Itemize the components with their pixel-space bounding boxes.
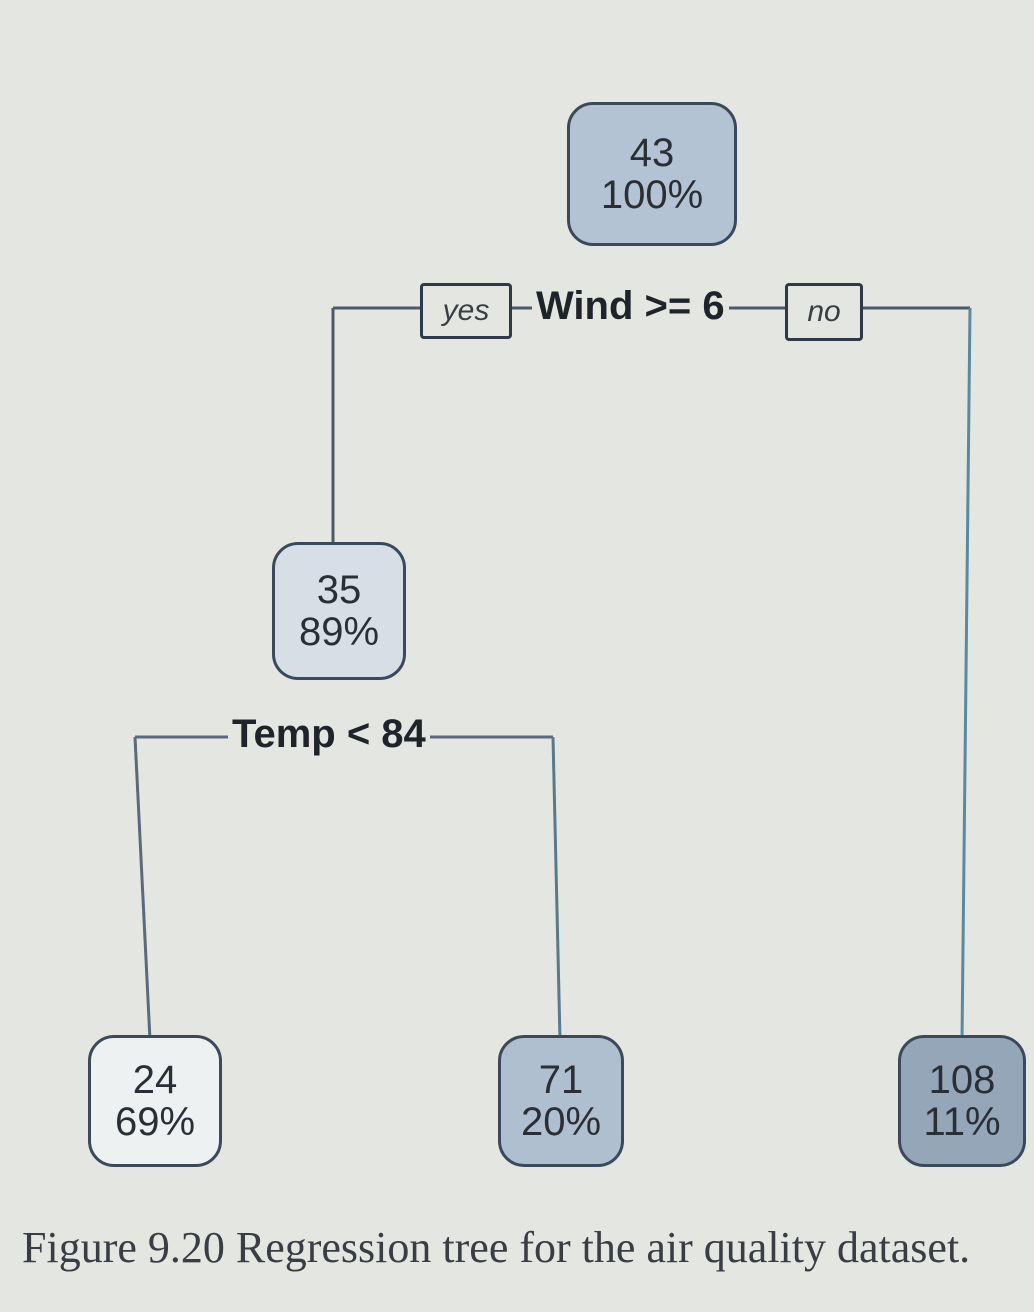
- node-percent: 69%: [114, 1100, 196, 1144]
- leaf-node-3: 108 11%: [898, 1035, 1026, 1167]
- split-temp: Temp < 84: [228, 712, 430, 757]
- node-percent: 100%: [600, 173, 704, 217]
- split-wind: Wind >= 6: [532, 284, 729, 329]
- internal-node-left: 35 89%: [272, 542, 406, 680]
- node-percent: 20%: [520, 1100, 602, 1144]
- node-percent: 89%: [298, 610, 380, 654]
- root-node: 43 100%: [567, 102, 737, 246]
- leaf-node-1: 24 69%: [88, 1035, 222, 1167]
- yes-label: yes: [420, 283, 512, 339]
- leaf-node-2: 71 20%: [498, 1035, 624, 1167]
- node-value: 71: [538, 1058, 584, 1102]
- node-percent: 11%: [923, 1100, 1001, 1144]
- node-value: 24: [132, 1058, 178, 1102]
- figure-caption: Figure 9.20 Regression tree for the air …: [22, 1223, 971, 1272]
- no-label: no: [785, 283, 863, 341]
- node-value: 108: [928, 1058, 996, 1102]
- node-value: 35: [316, 568, 362, 612]
- node-value: 43: [629, 131, 675, 175]
